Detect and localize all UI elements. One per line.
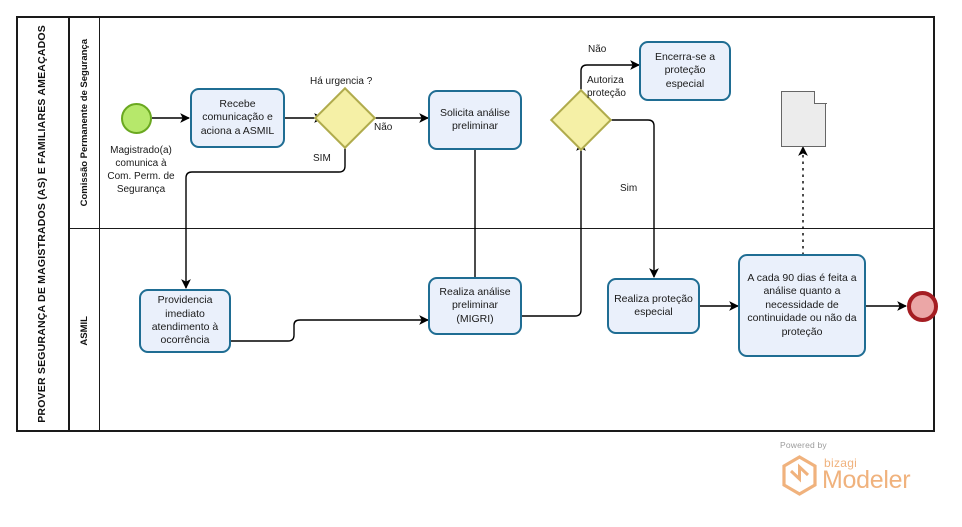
start-caption-line-1: Magistrado(a) bbox=[110, 145, 172, 156]
gateway-urgencia-label: Há urgencia ? bbox=[310, 76, 373, 87]
data-object-fold-icon bbox=[813, 90, 827, 104]
flow-label-autoriza-nao: Não bbox=[588, 44, 607, 55]
bizagi-hexagon-icon bbox=[782, 455, 817, 496]
pool-header: PROVER SEGURANÇA DE MAGISTRADOS (AS) E F… bbox=[18, 18, 70, 430]
bizagi-wordmark: bizagi bbox=[824, 456, 858, 470]
bizagi-modeler-logo: Powered by bizagi Modeler bbox=[778, 440, 948, 510]
start-caption-line-4: Segurança bbox=[116, 184, 166, 195]
task-solicita-analise-preliminar[interactable]: Solicita análise preliminar bbox=[428, 90, 522, 150]
start-event[interactable] bbox=[121, 103, 152, 134]
pool-label: PROVER SEGURANÇA DE MAGISTRADOS (AS) E F… bbox=[36, 25, 49, 423]
lane-header-asmil: ASMIL bbox=[70, 229, 100, 432]
lane-asmil: ASMIL bbox=[70, 229, 935, 432]
start-event-caption: Magistrado(a) comunica à Com. Perm. de S… bbox=[96, 144, 186, 196]
end-event[interactable] bbox=[907, 291, 938, 322]
pool-prover-seguranca: PROVER SEGURANÇA DE MAGISTRADOS (AS) E F… bbox=[16, 16, 935, 432]
lane-comissao-permanente-seguranca: Comissão Permanente de Segurança bbox=[70, 18, 935, 229]
task-realiza-analise-preliminar-migri[interactable]: Realiza análise preliminar (MIGRI) bbox=[428, 277, 522, 335]
start-caption-line-3: Com. Perm. de bbox=[107, 171, 175, 182]
task-recebe-comunicacao[interactable]: Recebe comunicação e aciona a ASMIL bbox=[190, 88, 285, 148]
start-caption-line-2: comunica à bbox=[115, 158, 167, 169]
task-encerra-protecao-especial[interactable]: Encerra-se a proteção especial bbox=[639, 41, 731, 101]
modeler-wordmark: Modeler bbox=[822, 466, 911, 494]
flow-label-urgencia-nao: Não bbox=[374, 122, 393, 133]
lane-label-asmil: ASMIL bbox=[79, 315, 90, 346]
lane-header-comissao: Comissão Permanente de Segurança bbox=[70, 18, 100, 228]
flow-label-autoriza-sim: Sim bbox=[620, 183, 638, 194]
task-realiza-protecao-especial[interactable]: Realiza proteção especial bbox=[607, 278, 700, 334]
lane-label-comissao: Comissão Permanente de Segurança bbox=[79, 39, 90, 207]
flow-label-urgencia-sim: SIM bbox=[313, 153, 331, 164]
task-providencia-atendimento[interactable]: Providencia imediato atendimento à ocorr… bbox=[139, 289, 231, 353]
data-object[interactable] bbox=[781, 90, 827, 147]
flow-label-autoriza-protecao-line1: Autoriza bbox=[587, 75, 624, 86]
task-analise-90-dias[interactable]: A cada 90 dias é feita a análise quanto … bbox=[738, 254, 866, 357]
powered-by-label: Powered by bbox=[780, 440, 827, 450]
flow-label-autoriza-protecao-line2: proteção bbox=[587, 88, 626, 99]
